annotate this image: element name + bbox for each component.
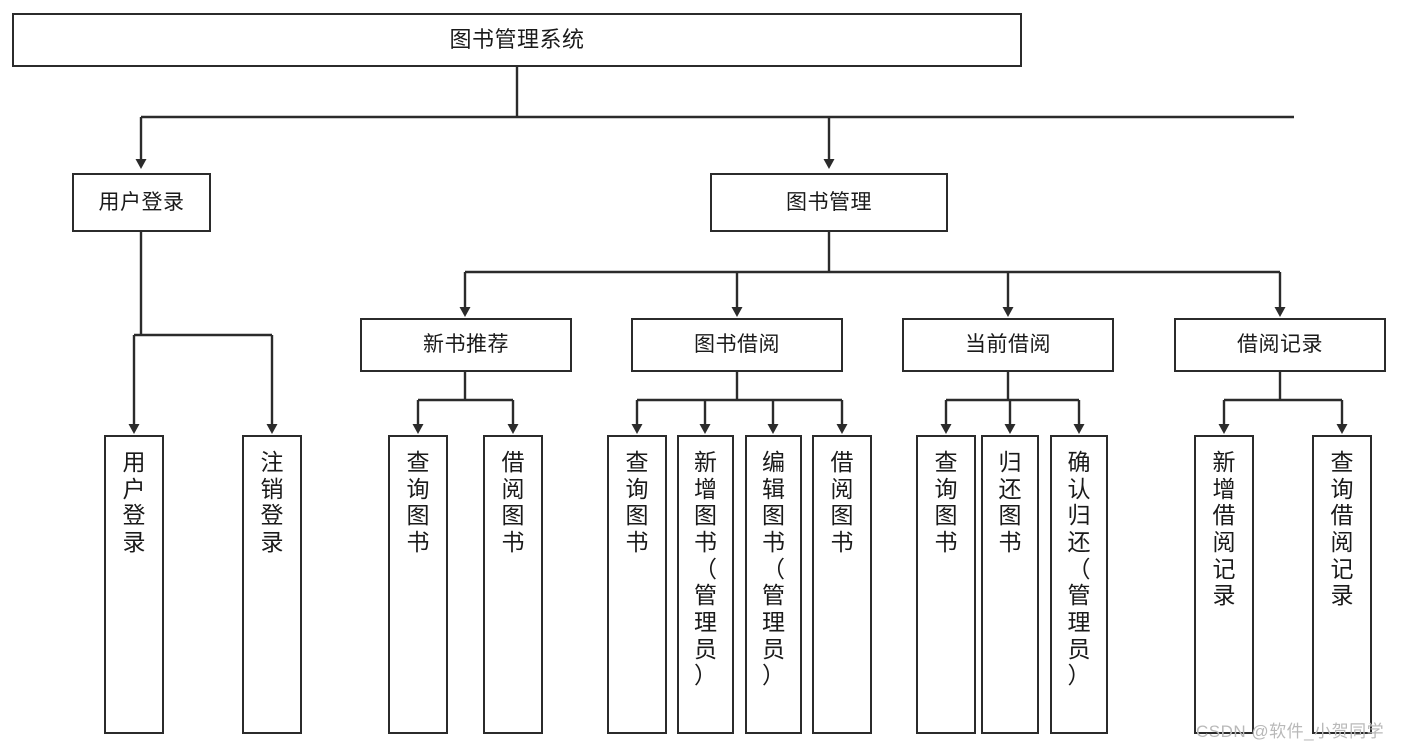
node-root-system[interactable]: 图书管理系统: [12, 13, 1022, 67]
node-book-borrow[interactable]: 图书借阅: [631, 318, 843, 372]
node-label: 查 询 图 书: [934, 449, 958, 556]
leaf-user-login-signout[interactable]: 注 销 登 录: [242, 435, 302, 734]
node-label: 归 还 图 书: [998, 449, 1022, 556]
leaf-book-borrow-add[interactable]: 新 增 图 书 （ 管 理 员 ）: [677, 435, 734, 734]
node-current-borrow[interactable]: 当前借阅: [902, 318, 1114, 372]
leaf-new-book-borrow[interactable]: 借 阅 图 书: [483, 435, 543, 734]
leaf-user-login-signin[interactable]: 用 户 登 录: [104, 435, 164, 734]
node-label: 图书管理系统: [449, 26, 585, 52]
node-label: 当前借阅: [965, 333, 1051, 357]
leaf-borrow-record-add[interactable]: 新 增 借 阅 记 录: [1194, 435, 1254, 734]
node-borrow-record[interactable]: 借阅记录: [1174, 318, 1386, 372]
node-label: 图书借阅: [694, 333, 780, 357]
leaf-current-borrow-confirm-return[interactable]: 确 认 归 还 （ 管 理 员 ）: [1050, 435, 1108, 734]
leaf-current-borrow-return[interactable]: 归 还 图 书: [981, 435, 1039, 734]
node-user-login[interactable]: 用户登录: [72, 173, 211, 232]
node-label: 注 销 登 录: [260, 449, 284, 556]
leaf-book-borrow-query[interactable]: 查 询 图 书: [607, 435, 667, 734]
leaf-book-borrow-lend[interactable]: 借 阅 图 书: [812, 435, 872, 734]
leaf-borrow-record-query[interactable]: 查 询 借 阅 记 录: [1312, 435, 1372, 734]
node-label: 图书管理: [786, 190, 872, 214]
node-book-management[interactable]: 图书管理: [710, 173, 948, 232]
node-label: 查 询 图 书: [406, 449, 430, 556]
node-label: 用户登录: [98, 190, 185, 214]
node-label: 借 阅 图 书: [501, 449, 525, 556]
csdn-watermark: CSDN @软件_小贺同学: [1196, 722, 1385, 741]
node-label: 借 阅 图 书: [830, 449, 854, 556]
node-label: 编 辑 图 书 （ 管 理 员 ）: [762, 449, 785, 689]
leaf-book-borrow-edit[interactable]: 编 辑 图 书 （ 管 理 员 ）: [745, 435, 802, 734]
node-label: 借阅记录: [1237, 333, 1323, 357]
node-label: 查 询 图 书: [625, 449, 649, 556]
node-label: 查 询 借 阅 记 录: [1330, 449, 1354, 609]
node-label: 确 认 归 还 （ 管 理 员 ）: [1067, 449, 1091, 689]
node-label: 新 增 图 书 （ 管 理 员 ）: [694, 449, 717, 689]
node-label: 用 户 登 录: [122, 449, 146, 556]
node-label: 新书推荐: [423, 333, 509, 357]
leaf-new-book-query[interactable]: 查 询 图 书: [388, 435, 448, 734]
leaf-current-borrow-query[interactable]: 查 询 图 书: [916, 435, 976, 734]
node-label: 新 增 借 阅 记 录: [1212, 449, 1236, 609]
node-new-book-recommend[interactable]: 新书推荐: [360, 318, 572, 372]
